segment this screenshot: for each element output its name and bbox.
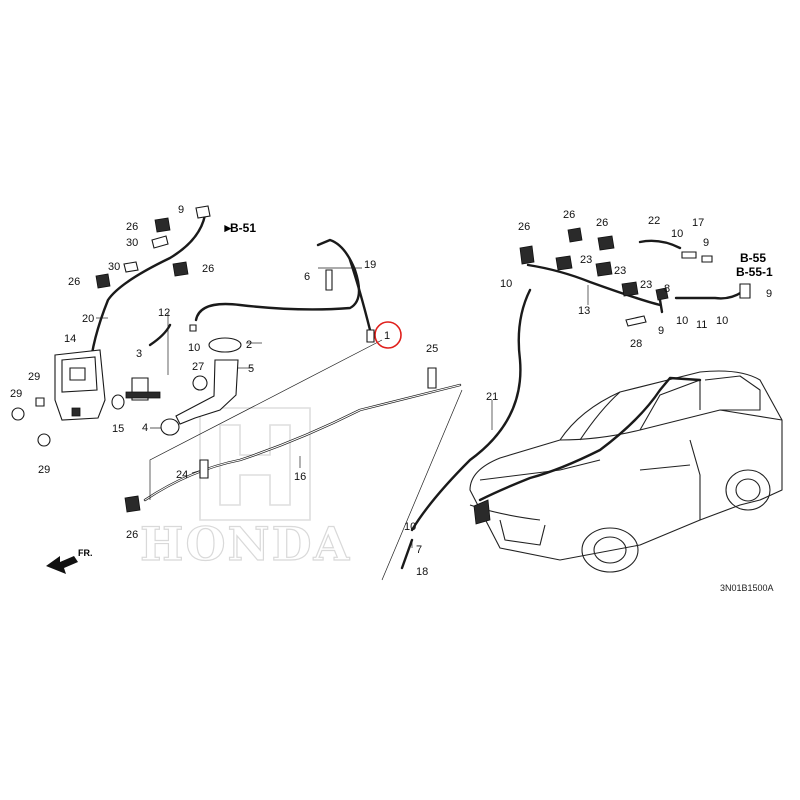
- callout-26-f: 26: [563, 209, 575, 221]
- vehicle-illustration: [469, 370, 783, 573]
- callout-13: 13: [578, 305, 590, 317]
- honda-watermark: HONDA: [139, 407, 351, 572]
- callout-29-c: 29: [38, 464, 50, 476]
- highlight-circle: [374, 321, 402, 349]
- washer-pump: [111, 377, 161, 410]
- callout-3: 3: [136, 348, 142, 360]
- filler-neck: [160, 337, 242, 436]
- callout-10-b: 10: [404, 521, 416, 533]
- washer-reservoir: [54, 349, 106, 421]
- callout-29-b: 29: [10, 388, 22, 400]
- ref-b51: B-51: [230, 221, 256, 235]
- right-clips: [519, 227, 751, 327]
- callouts: 1 2 3 4 5 6 7 8 9 9 9 9 10 10 10 10 10 1…: [10, 204, 772, 578]
- callout-22: 22: [648, 215, 660, 227]
- callout-1: 1: [384, 330, 390, 342]
- front-label: FR.: [78, 548, 93, 558]
- callout-27: 27: [192, 361, 204, 373]
- callout-11: 11: [696, 319, 707, 331]
- callout-30-b: 30: [108, 261, 120, 273]
- callout-24: 24: [176, 469, 188, 481]
- callout-25: 25: [426, 343, 438, 355]
- callout-12: 12: [158, 307, 170, 319]
- callout-5: 5: [248, 363, 254, 375]
- callout-26-d: 26: [126, 529, 138, 541]
- callout-9-c: 9: [766, 288, 772, 300]
- callout-29-a: 29: [28, 371, 40, 383]
- callout-26-e: 26: [518, 221, 530, 233]
- callout-10-f: 10: [716, 315, 728, 327]
- callout-2: 2: [246, 339, 252, 351]
- callout-14: 14: [64, 333, 76, 345]
- callout-28: 28: [630, 338, 642, 350]
- callout-21: 21: [486, 391, 498, 403]
- front-arrow: FR.: [46, 548, 93, 574]
- callout-9-a: 9: [178, 204, 184, 216]
- callout-18: 18: [416, 566, 428, 578]
- callout-9-b: 9: [703, 237, 709, 249]
- left-clips: [11, 205, 437, 513]
- callout-23-c: 23: [640, 279, 652, 291]
- callout-9-d: 9: [658, 325, 664, 337]
- callout-23-a: 23: [580, 254, 592, 266]
- callout-26-b: 26: [202, 263, 214, 275]
- callout-26-c: 26: [68, 276, 80, 288]
- left-hoses: [88, 213, 462, 502]
- callout-17: 17: [692, 217, 704, 229]
- callout-4: 4: [142, 422, 148, 434]
- callout-6: 6: [304, 271, 310, 283]
- callout-10-e: 10: [676, 315, 688, 327]
- callout-19: 19: [364, 259, 376, 271]
- callout-16: 16: [294, 471, 306, 483]
- diagram-code: 3N01B1500A: [720, 583, 774, 593]
- callout-10-a: 10: [188, 342, 200, 354]
- callout-23-b: 23: [614, 265, 626, 277]
- callout-30-a: 30: [126, 237, 138, 249]
- right-hoses: [400, 239, 744, 570]
- callout-15: 15: [112, 423, 124, 435]
- callout-10-d: 10: [671, 228, 683, 240]
- watermark-text: HONDA: [140, 517, 351, 571]
- ref-b55-1: B-55-1: [736, 265, 773, 279]
- callout-20: 20: [82, 313, 94, 325]
- callout-26-g: 26: [596, 217, 608, 229]
- ref-b51-arrow: ►: [222, 221, 234, 235]
- callout-26-a: 26: [126, 221, 138, 233]
- callout-7: 7: [416, 544, 422, 556]
- callout-8: 8: [664, 283, 670, 295]
- ref-b55: B-55: [740, 251, 766, 265]
- callout-10-c: 10: [500, 278, 512, 290]
